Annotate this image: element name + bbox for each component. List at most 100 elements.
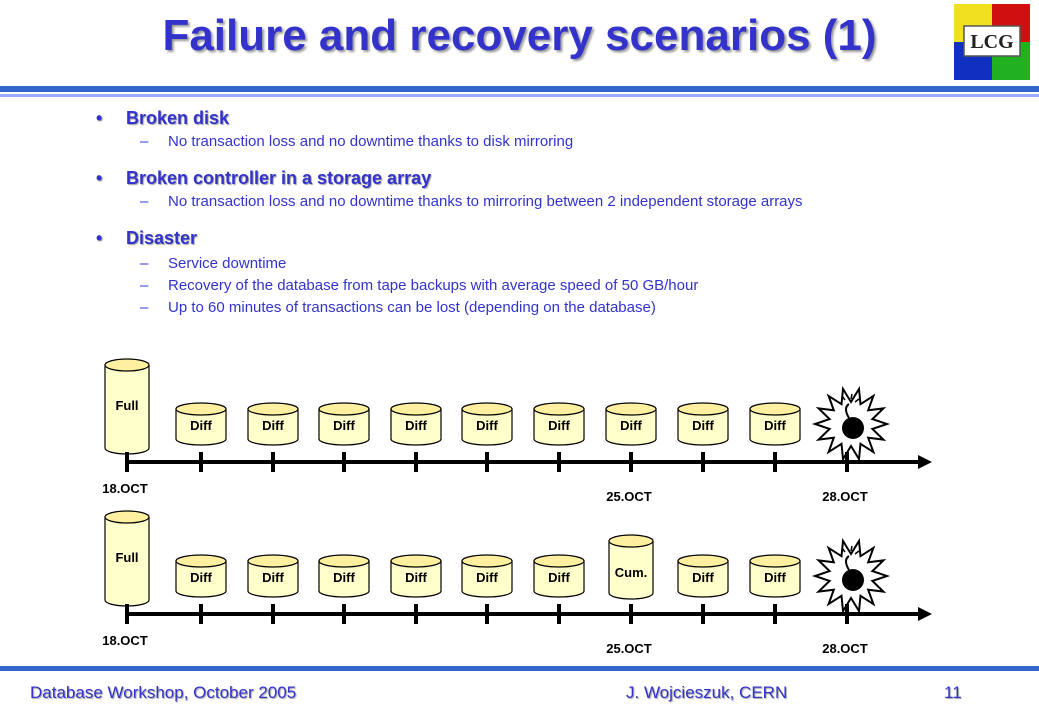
diff-backup-cylinder-top: [318, 554, 370, 568]
diff-backup-cylinder-top: [677, 554, 729, 568]
diff-backup-label: Diff: [620, 418, 642, 433]
diff-backup-cylinder-top: [247, 402, 299, 416]
diff-backup-label: Diff: [405, 570, 427, 585]
diff-backup-cylinder: [533, 554, 585, 598]
diff-backup-cylinder-body: [749, 408, 801, 446]
bullet-disaster: Disaster –Service downtime –Recovery of …: [96, 226, 916, 316]
diff-backup-label: Diff: [405, 418, 427, 433]
diff-backup-cylinder-body: [461, 408, 513, 446]
diff-backup-cylinder: [533, 402, 585, 446]
full-backup-cylinder: [104, 358, 150, 455]
date-label: 18.OCT: [102, 633, 148, 648]
diff-backup-cylinder-top: [390, 554, 442, 568]
date-label: 25.OCT: [606, 489, 652, 504]
sub-bullet-text: No transaction loss and no downtime than…: [168, 193, 803, 210]
cumulative-backup-cylinder-body: [608, 540, 654, 600]
timeline-arrow: [918, 607, 932, 621]
full-backup-label: Full: [115, 398, 138, 413]
bomb-fuse-icon: [845, 555, 850, 571]
diff-backup-cylinder: [390, 554, 442, 598]
diff-backup-cylinder: [175, 554, 227, 598]
diff-backup-cylinder: [390, 402, 442, 446]
diff-backup-cylinder-body: [749, 560, 801, 598]
page-number: 11: [944, 683, 962, 702]
diff-backup-cylinder-top: [533, 402, 585, 416]
full-backup-label: Full: [115, 550, 138, 565]
diff-backup-cylinder: [749, 402, 801, 446]
diff-backup-cylinder-body: [677, 408, 729, 446]
header-rule: [0, 86, 1039, 92]
diff-backup-label: Diff: [333, 570, 355, 585]
diff-backup-cylinder: [318, 402, 370, 446]
diff-backup-cylinder-top: [461, 402, 513, 416]
timeline-arrow: [918, 455, 932, 469]
diff-backup-cylinder-top: [318, 402, 370, 416]
bullet-heading: Broken disk: [96, 106, 916, 130]
sub-bullet: –No transaction loss and no downtime tha…: [140, 193, 803, 210]
bomb-icon: [842, 569, 864, 591]
spark-icon: [841, 545, 860, 555]
diff-backup-cylinder-top: [749, 554, 801, 568]
diff-backup-cylinder-body: [533, 560, 585, 598]
diff-backup-cylinder-top: [175, 554, 227, 568]
diff-backup-label: Diff: [476, 418, 498, 433]
diff-backup-label: Diff: [548, 570, 570, 585]
date-label: 28.OCT: [822, 489, 868, 504]
diff-backup-cylinder-top: [605, 402, 657, 416]
cumulative-backup-cylinder-top: [608, 534, 654, 548]
diff-backup-cylinder: [318, 554, 370, 598]
sub-bullet-text: Recovery of the database from tape backu…: [168, 277, 699, 294]
diff-backup-label: Diff: [262, 570, 284, 585]
bullet-heading: Broken controller in a storage array: [96, 166, 916, 190]
bomb-icon: [842, 417, 864, 439]
sub-bullet: –Recovery of the database from tape back…: [140, 277, 699, 294]
sub-bullet: –Service downtime: [140, 255, 287, 272]
diff-backup-cylinder-body: [175, 408, 227, 446]
bullet-broken-controller: Broken controller in a storage array –No…: [96, 166, 916, 210]
sub-bullet-text: Service downtime: [168, 255, 287, 272]
sub-bullet: –No transaction loss and no downtime tha…: [140, 133, 574, 150]
full-backup-cylinder-top: [104, 358, 150, 372]
logo-plate: [963, 25, 1021, 57]
footer-rule: [0, 666, 1039, 671]
lcg-logo: LCG: [954, 4, 1030, 80]
diff-backup-cylinder-top: [175, 402, 227, 416]
cumulative-backup-cylinder: [608, 534, 654, 600]
cumulative-backup-label: Cum.: [615, 565, 648, 580]
diff-backup-cylinder: [749, 554, 801, 598]
diff-backup-cylinder-top: [390, 402, 442, 416]
diff-backup-cylinder-body: [247, 408, 299, 446]
diff-backup-cylinder-body: [318, 408, 370, 446]
diff-backup-cylinder-body: [390, 560, 442, 598]
bomb-fuse-icon: [845, 403, 850, 419]
diff-backup-cylinder-top: [533, 554, 585, 568]
diff-backup-cylinder: [247, 402, 299, 446]
spark-icon: [841, 393, 860, 403]
diff-backup-cylinder-top: [677, 402, 729, 416]
diff-backup-cylinder: [605, 402, 657, 446]
diff-backup-cylinder: [461, 402, 513, 446]
diff-backup-label: Diff: [548, 418, 570, 433]
diff-backup-label: Diff: [764, 570, 786, 585]
bullet-list: Broken disk –No transaction loss and no …: [96, 106, 916, 332]
diff-backup-cylinder-body: [247, 560, 299, 598]
slide-title: Failure and recovery scenarios (1): [162, 11, 877, 60]
diff-backup-label: Diff: [333, 418, 355, 433]
diff-backup-label: Diff: [764, 418, 786, 433]
diff-backup-cylinder: [175, 402, 227, 446]
diff-backup-cylinder-body: [390, 408, 442, 446]
full-backup-cylinder-top: [104, 510, 150, 524]
header-rule-light: [0, 94, 1039, 97]
diff-backup-cylinder: [677, 402, 729, 446]
diff-backup-cylinder: [677, 554, 729, 598]
diff-backup-cylinder-top: [461, 554, 513, 568]
disaster-bomb: [811, 537, 891, 615]
diff-backup-label: Diff: [190, 418, 212, 433]
date-label: 18.OCT: [102, 481, 148, 496]
disaster-bomb: [811, 385, 891, 463]
diff-backup-label: Diff: [692, 418, 714, 433]
diff-backup-label: Diff: [190, 570, 212, 585]
diff-backup-label: Diff: [262, 418, 284, 433]
diff-backup-cylinder-top: [247, 554, 299, 568]
